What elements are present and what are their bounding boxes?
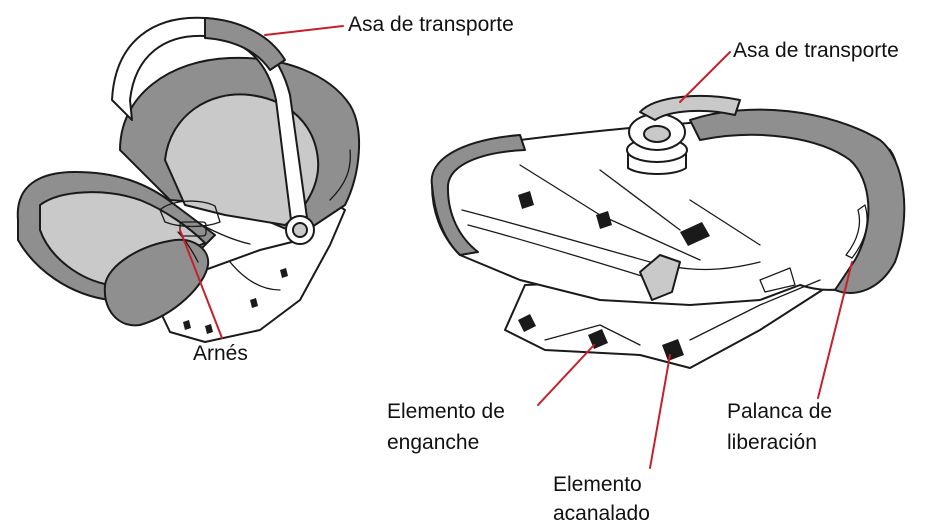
label-carry-handle-right: Asa de transporte xyxy=(733,39,899,62)
leader-hook-element xyxy=(538,345,594,405)
label-grooved-element-line1: Elemento xyxy=(553,473,642,496)
car-seat-front-illustration xyxy=(18,18,359,342)
leader-grooved-element xyxy=(650,355,670,468)
label-release-lever-line1: Palanca de xyxy=(727,400,832,423)
label-hook-element-line2: enganche xyxy=(387,431,479,454)
car-seat-base-illustration xyxy=(432,96,905,368)
leader-carry-handle-right xyxy=(680,52,730,102)
label-hook-element-line1: Elemento de xyxy=(387,400,505,423)
label-harness: Arnés xyxy=(193,342,248,365)
label-carry-handle-left: Asa de transporte xyxy=(348,13,514,36)
leader-carry-handle-left xyxy=(265,26,343,35)
label-grooved-element-line2: acanalado xyxy=(553,502,650,525)
label-release-lever-line2: liberación xyxy=(727,431,817,454)
